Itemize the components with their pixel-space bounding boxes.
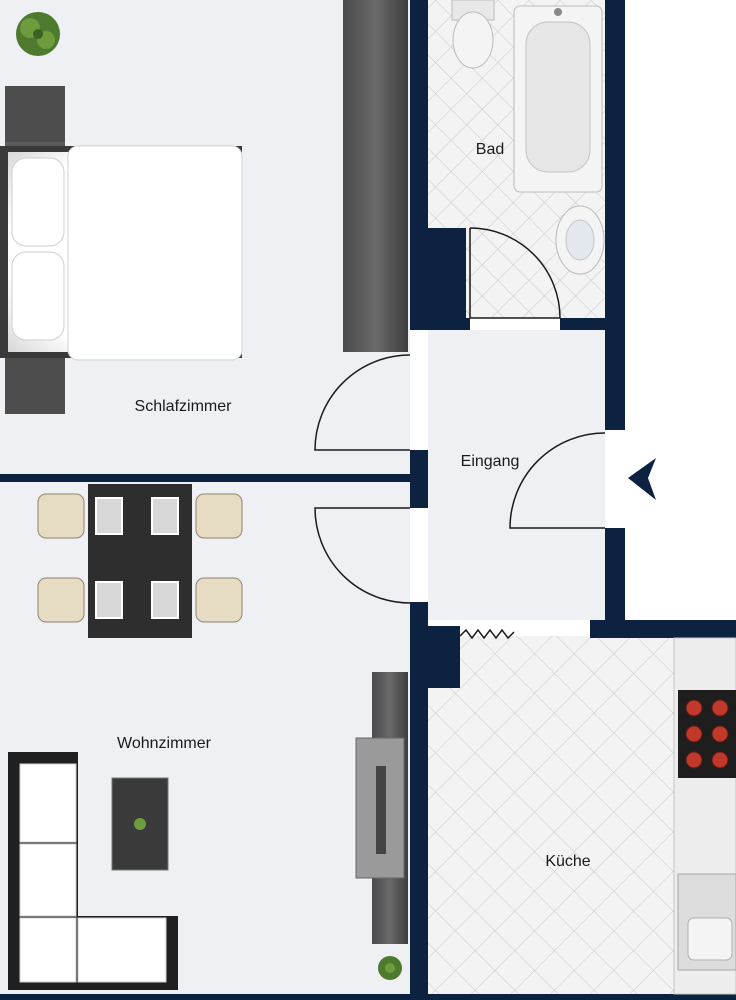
wall-bedroom-living	[0, 474, 410, 482]
entrance-floor	[428, 330, 605, 620]
place-setting	[151, 581, 179, 619]
kitchen-sliding-door	[459, 628, 515, 640]
wall-bath-bottom	[560, 318, 605, 330]
wall-bath-door-jamb	[466, 318, 470, 330]
doors	[314, 227, 606, 640]
tv-unit	[355, 672, 408, 944]
sink	[555, 205, 605, 275]
pillow-bottom	[11, 251, 65, 341]
living-room-door	[314, 507, 411, 604]
room-label-bathroom: Bad	[476, 141, 504, 158]
wall-central-upper	[410, 0, 428, 330]
room-label-bedroom: Schlafzimmer	[135, 398, 233, 415]
pillow-top	[11, 157, 65, 247]
chair	[37, 493, 85, 539]
kitchen-counter	[673, 637, 736, 995]
wall-central-middle	[410, 450, 428, 508]
wall-kitchen-pillar	[428, 626, 460, 688]
nightstand-top	[5, 86, 65, 142]
wall-bath-pillar	[428, 228, 466, 330]
bathtub	[513, 5, 603, 193]
outside-area	[625, 0, 736, 620]
room-label-entrance: Eingang	[461, 453, 520, 470]
place-setting	[151, 497, 179, 535]
wall-kitchen-top	[590, 620, 736, 638]
wall-bath-right	[605, 0, 625, 430]
potted-plant-icon	[16, 12, 60, 56]
chair	[195, 493, 243, 539]
coffee-table	[111, 777, 169, 871]
wall-central-lower	[410, 602, 428, 1000]
cooktop-burner	[685, 751, 703, 769]
wall-entrance-right	[605, 528, 625, 630]
cooktop-burner	[711, 699, 729, 717]
wardrobe	[343, 0, 408, 352]
chair	[37, 577, 85, 623]
toilet	[451, 0, 495, 69]
dining-table	[37, 484, 243, 638]
nightstand-bottom	[5, 358, 65, 414]
entrance-door	[509, 432, 606, 529]
bed	[0, 86, 243, 414]
cooktop-burner	[711, 751, 729, 769]
wall-bottom-left	[0, 994, 410, 1000]
room-label-living-room: Wohnzimmer	[117, 735, 212, 752]
bedroom-door	[314, 354, 411, 451]
potted-plant-icon	[378, 956, 402, 980]
cooktop-burner	[711, 725, 729, 743]
triangle-left-icon	[628, 458, 656, 500]
cooktop-burner	[685, 725, 703, 743]
place-setting	[95, 497, 123, 535]
place-setting	[95, 581, 123, 619]
bed-blanket	[67, 145, 243, 361]
bathroom-door	[469, 227, 561, 319]
chair	[195, 577, 243, 623]
cooktop-burner	[685, 699, 703, 717]
wall-bottom-right	[428, 994, 736, 1000]
sink-basin	[687, 917, 733, 961]
sofa	[8, 752, 178, 990]
room-label-kitchen: Küche	[545, 853, 590, 870]
